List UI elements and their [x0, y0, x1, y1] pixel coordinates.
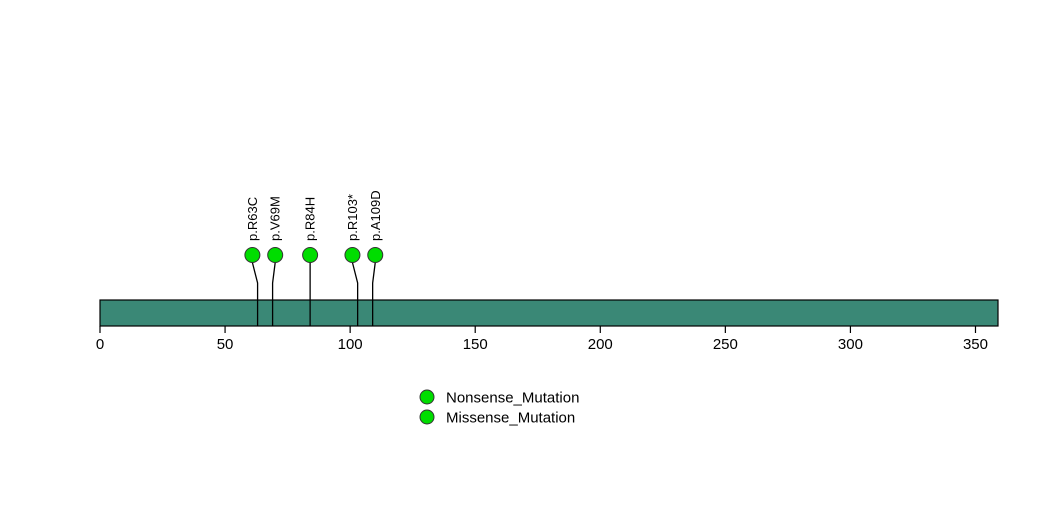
axis-tick-label: 50	[217, 336, 234, 353]
axis-tick-label: 150	[463, 336, 488, 353]
mutation-label: p.V69M	[268, 196, 283, 241]
lollipop-stem	[351, 262, 359, 326]
mutation-marker[interactable]	[344, 247, 361, 263]
lollipop-heads	[244, 247, 384, 263]
mutation-label: p.R84H	[303, 197, 318, 241]
axis-tick-label: 200	[588, 336, 613, 353]
legend-label: Nonsense_Mutation	[446, 390, 579, 407]
mutation-label: p.R103*	[345, 194, 360, 241]
mutation-label: p.A109D	[368, 190, 383, 241]
mutation-labels: p.R63C p.V69M p.R84H p.R103* p.A109D	[245, 190, 383, 241]
mutation-label: p.R63C	[245, 197, 260, 241]
axis-tick-label: 250	[713, 336, 738, 353]
legend-label: Missense_Mutation	[446, 410, 575, 427]
legend-marker[interactable]	[419, 389, 435, 405]
lollipop-stems	[251, 262, 376, 326]
mutation-marker[interactable]	[267, 247, 284, 263]
legend-marker[interactable]	[419, 409, 435, 425]
lollipop-stem	[271, 262, 276, 326]
mutation-marker[interactable]	[244, 247, 261, 263]
axis-tick-label: 300	[838, 336, 863, 353]
axis-tick-label: 100	[338, 336, 363, 353]
axis-tick-label: 0	[96, 336, 104, 353]
mutation-marker[interactable]	[367, 247, 384, 263]
axis-tick-label: 350	[963, 336, 988, 353]
lollipop-stem	[372, 262, 376, 326]
protein-bar	[99, 299, 999, 327]
mutation-marker[interactable]	[302, 247, 319, 263]
lollipop-stem	[251, 262, 259, 326]
protein-bar-group	[99, 299, 999, 327]
x-axis: 0 50 100 150 200 250 300 350	[96, 326, 988, 353]
